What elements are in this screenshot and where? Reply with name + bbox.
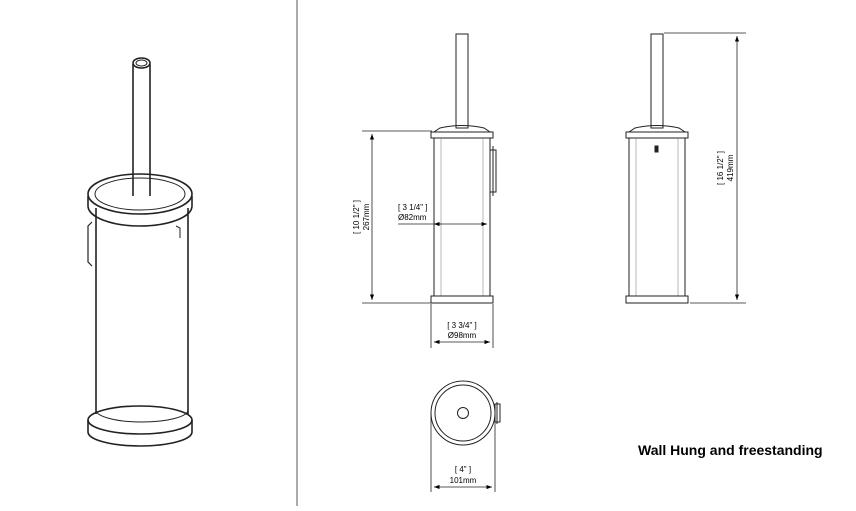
perspective-view — [87, 57, 193, 447]
plan-view — [430, 380, 501, 446]
dimension-diameter-body-metric: Ø82mm — [398, 213, 427, 222]
dimension-height-total-imperial: [ 16 1/2" ] — [716, 151, 725, 185]
front-elevation — [430, 33, 497, 304]
dimension-width-top — [430, 413, 496, 492]
dimension-height-body-imperial: [ 10 1/2" ] — [352, 200, 361, 234]
dimension-diameter-body-imperial: [ 3 1/4" ] — [398, 203, 428, 212]
side-elevation — [625, 33, 689, 304]
dimension-height-total — [664, 32, 746, 304]
dimension-height-body-metric: 267mm — [362, 203, 371, 230]
dimension-height-total-metric: 419mm — [726, 154, 735, 181]
dimension-height-body — [362, 130, 432, 304]
product-caption: Wall Hung and freestanding — [638, 442, 823, 458]
dimension-width-top-imperial: [ 4" ] — [455, 465, 471, 474]
dimension-diameter-base — [430, 304, 494, 348]
dimension-diameter-base-metric: Ø98mm — [448, 331, 477, 340]
dimension-diameter-base-imperial: [ 3 3/4" ] — [447, 321, 477, 330]
dimension-width-top-metric: 101mm — [450, 476, 477, 485]
